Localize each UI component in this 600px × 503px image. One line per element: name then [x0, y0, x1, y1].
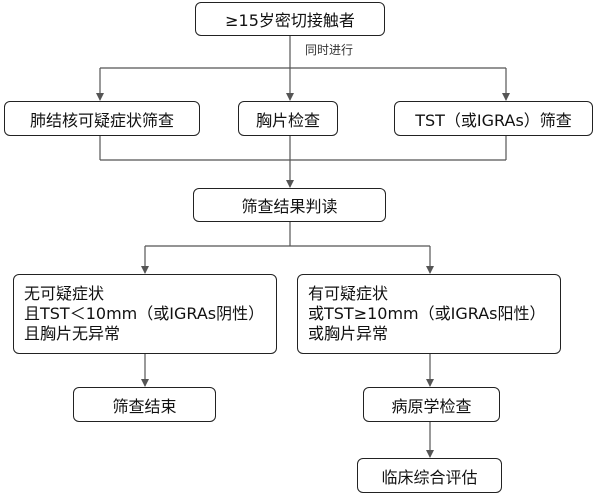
positive-line-3: 或胸片异常 — [308, 324, 389, 343]
node-screening-end: 筛查结束 — [73, 387, 216, 422]
label-parallel: 同时进行 — [305, 43, 354, 57]
node-close-contacts: ≥15岁密切接触者 — [195, 2, 385, 36]
node-negative-result: 无可疑症状 且TST＜10mm（或IGRAs阴性） 且胸片无异常 — [13, 274, 277, 354]
node-symptom-screening: 肺结核可疑症状筛查 — [4, 101, 200, 136]
positive-line-2: 或TST≥10mm（或IGRAs阳性） — [308, 304, 546, 323]
positive-line-1: 有可疑症状 — [308, 284, 389, 303]
negative-line-2: 且TST＜10mm（或IGRAs阴性） — [24, 304, 265, 323]
node-chest-xray: 胸片检查 — [238, 101, 338, 136]
negative-line-3: 且胸片无异常 — [24, 324, 121, 343]
negative-line-1: 无可疑症状 — [24, 284, 105, 303]
node-positive-result: 有可疑症状 或TST≥10mm（或IGRAs阳性） 或胸片异常 — [297, 274, 561, 354]
node-clinical-evaluation: 临床综合评估 — [357, 458, 502, 493]
node-tst-screening: TST（或IGRAs）筛查 — [394, 101, 593, 136]
node-pathogen-test: 病原学检查 — [363, 387, 500, 422]
node-result-reading: 筛查结果判读 — [193, 188, 386, 222]
